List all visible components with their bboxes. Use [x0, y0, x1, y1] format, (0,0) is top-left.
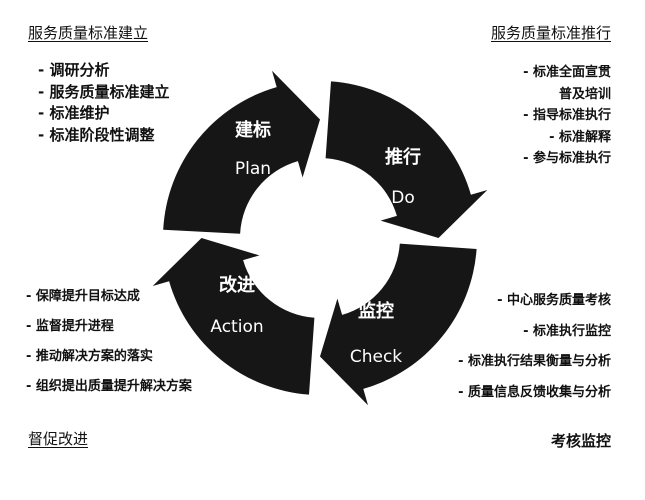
plan-section-title: 服务质量标准建立	[28, 24, 149, 42]
check-section-title: 考核监控	[550, 432, 611, 450]
list-item: - 参与标准执行	[523, 151, 611, 166]
check-label: 监控	[358, 300, 394, 322]
action-label-en: Action	[210, 317, 263, 337]
list-item: - 标准解释	[549, 129, 611, 145]
check-arc-arrow	[320, 243, 477, 406]
check-task-list: - 中心服务质量考核 - 标准执行监控 - 标准执行结果衡量与分析 - 质量信息…	[458, 286, 611, 408]
action-task-list: - 保障提升目标达成 - 监督提升进程 - 推动解决方案的落实 - 组织提出质量…	[26, 282, 192, 402]
list-item: - 组织提出质量提升解决方案	[26, 379, 192, 394]
plan-task-list: - 调研分析 - 服务质量标准建立 - 标准维护 - 标准阶段性调整	[38, 60, 169, 146]
action-arc-arrow	[152, 238, 315, 395]
do-label-en: Do	[391, 188, 415, 208]
plan-arc-arrow	[163, 70, 320, 234]
list-item: - 服务质量标准建立	[38, 82, 170, 101]
list-item: - 调研分析	[38, 61, 110, 79]
list-item: - 标准执行监控	[523, 323, 611, 339]
do-section-title: 服务质量标准推行	[490, 24, 611, 42]
list-item: - 推动解决方案的落实	[26, 349, 153, 364]
plan-label: 建标	[235, 119, 271, 141]
action-section-title: 督促改进	[28, 430, 89, 448]
list-item: - 中心服务质量考核	[497, 293, 611, 308]
list-item: - 标准全面宣贯	[523, 65, 611, 80]
list-item: - 标准阶段性调整	[38, 125, 155, 144]
list-item: - 质量信息反馈收集与分析	[458, 384, 611, 400]
list-item: - 保障提升目标达成	[26, 289, 140, 304]
do-task-list: - 标准全面宣贯 普及培训 - 指导标准执行 - 标准解释 - 参与标准执行	[523, 62, 611, 170]
do-label: 推行	[385, 146, 421, 168]
action-label: 改进	[219, 274, 255, 296]
list-item: - 指导标准执行	[523, 108, 611, 123]
list-item: - 标准执行结果衡量与分析	[458, 354, 611, 369]
list-item: - 标准维护	[38, 104, 110, 122]
list-item: 普及培训	[558, 86, 611, 102]
do-arc-arrow	[325, 81, 488, 239]
plan-label-en: Plan	[235, 159, 271, 179]
list-item: - 监督提升进程	[26, 319, 114, 334]
check-label-en: Check	[350, 347, 402, 367]
